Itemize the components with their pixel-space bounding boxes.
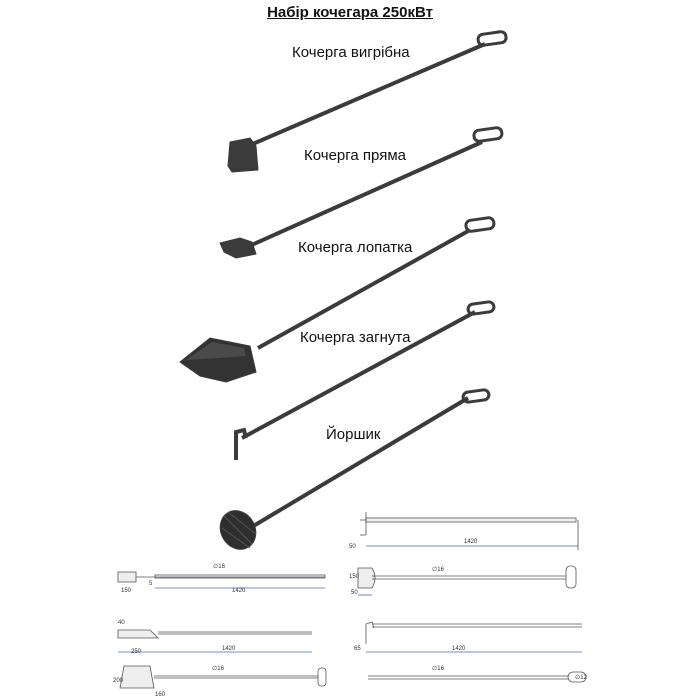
label-zagnuta: Кочерга загнута <box>300 329 411 346</box>
dim-lopatka-side-height: 40 <box>118 620 125 626</box>
dim-lopatka-top-diameter: ∅16 <box>212 665 225 672</box>
dim-yorshyk-ring: ∅12 <box>575 674 588 681</box>
dim-zagnuta-height: 65 <box>354 646 361 652</box>
tool-pryama <box>219 126 504 259</box>
dim-pryama-length: 1420 <box>232 588 246 594</box>
drawing-zagnuta <box>365 621 582 653</box>
dim-lopatka-side-length: 1420 <box>222 646 236 652</box>
tool-vygribna <box>227 30 508 173</box>
drawing-vygribna <box>360 512 579 550</box>
dim-zagnuta-length: 1420 <box>452 646 466 652</box>
page-title: Набір кочегара 250кВт <box>267 4 433 21</box>
dim-vygribna-side-height: 50 <box>351 590 358 596</box>
dim-vygribna-length: 1420 <box>464 539 478 545</box>
dim-vygribna-side-diameter: ∅16 <box>432 566 445 573</box>
dim-vygribna-side-width: 150 <box>349 574 360 580</box>
label-pryama: Кочерга пряма <box>304 147 406 164</box>
drawing-lopatka-top <box>119 665 327 689</box>
tool-zagnuta <box>234 300 496 460</box>
drawing-lopatka-side <box>117 629 312 653</box>
label-yorshyk: Йоршик <box>326 426 381 443</box>
dim-pryama-width: 150 <box>121 588 132 594</box>
label-vygribna: Кочерга вигрібна <box>292 44 410 61</box>
label-lopatka: Кочерга лопатка <box>298 239 413 256</box>
drawing-pryama-top <box>117 571 326 589</box>
dim-vygribna-height: 50 <box>349 544 356 550</box>
dim-lopatka-top-width: 160 <box>155 692 166 698</box>
tool-yorshyk <box>219 388 491 550</box>
dim-lopatka-side-width: 250 <box>131 649 142 655</box>
dim-pryama-diameter: ∅16 <box>213 563 226 570</box>
drawing-pryama-side <box>357 565 577 596</box>
dim-lopatka-top-height: 200 <box>113 678 124 684</box>
dim-yorshyk-diameter: ∅16 <box>432 665 445 672</box>
dim-pryama-height: 5 <box>149 581 153 587</box>
tool-lopatka <box>179 216 496 383</box>
drawing-yorshyk <box>368 671 587 683</box>
